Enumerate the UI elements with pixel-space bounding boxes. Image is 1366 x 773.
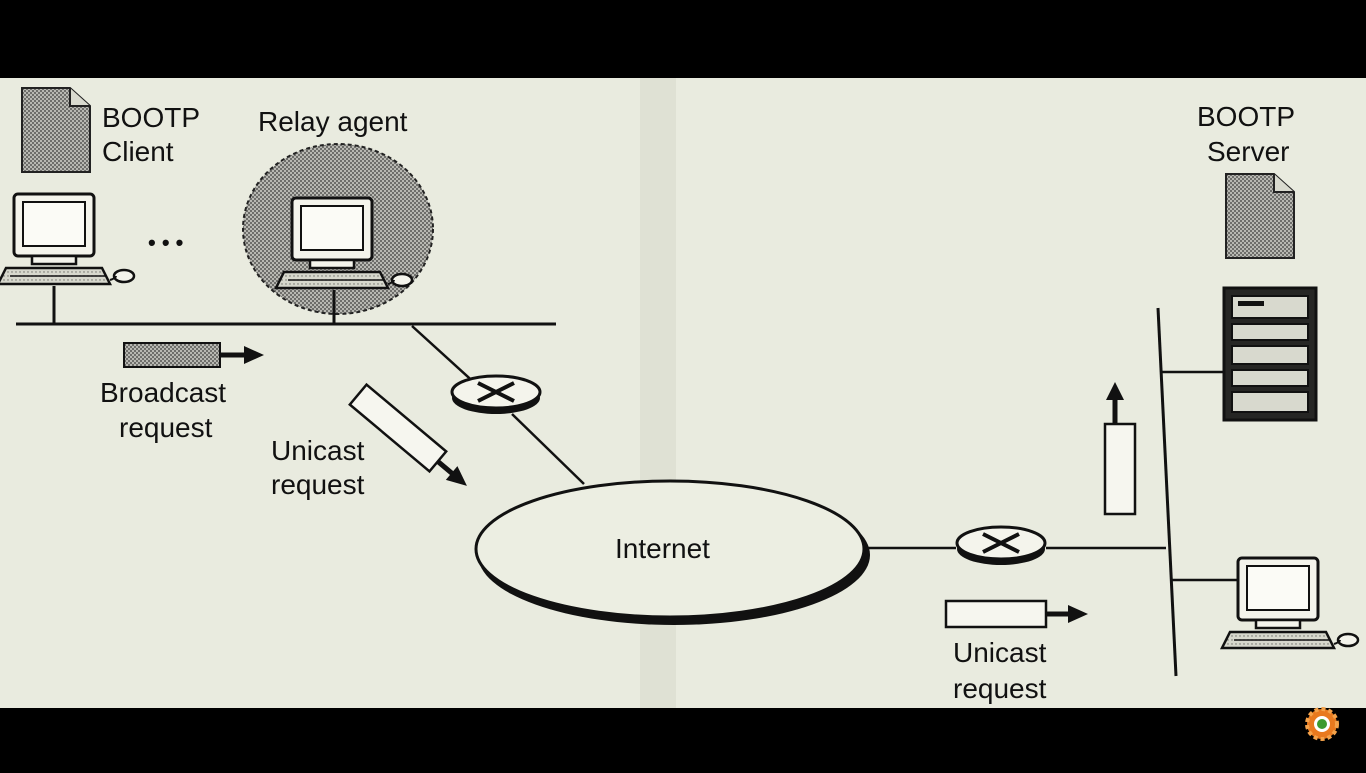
broadcast-packet-icon (123, 342, 264, 368)
relay-agent-label: Relay agent (258, 106, 408, 137)
ellipsis-more-clients: • • • (148, 230, 183, 255)
left-router-icon (450, 374, 542, 416)
internet-label: Internet (615, 533, 710, 564)
channel-gear-logo-icon (1305, 707, 1339, 741)
unicast-packet-right-icon (944, 599, 1088, 629)
unicast-request-left-label-line1: Unicast (271, 435, 365, 466)
unicast-request-right-label-line1: Unicast (953, 637, 1047, 668)
bootp-client-label-line2: Client (102, 136, 174, 167)
broadcast-request-label-line1: Broadcast (100, 377, 226, 408)
bootp-server-label-line1: BOOTP (1197, 101, 1295, 132)
unicast-packet-up-icon (1103, 382, 1137, 516)
broadcast-request-label-line2: request (119, 412, 213, 443)
bootp-server-label-line2: Server (1207, 136, 1289, 167)
bootp-client-label-line1: BOOTP (102, 102, 200, 133)
relay-to-router-link (411, 325, 479, 387)
internet-cloud (474, 479, 866, 619)
router-to-internet-link (511, 413, 585, 485)
server-rack-icon (1222, 286, 1318, 422)
unicast-request-left-label-line2: request (271, 469, 365, 500)
server-document-icon (1225, 173, 1295, 259)
unicast-request-right-label-line2: request (953, 673, 1047, 704)
client-document-icon (21, 87, 91, 173)
unicast-packet-left-icon (348, 382, 467, 486)
right-router-icon (955, 525, 1047, 567)
right-lan-line (1156, 307, 1178, 677)
